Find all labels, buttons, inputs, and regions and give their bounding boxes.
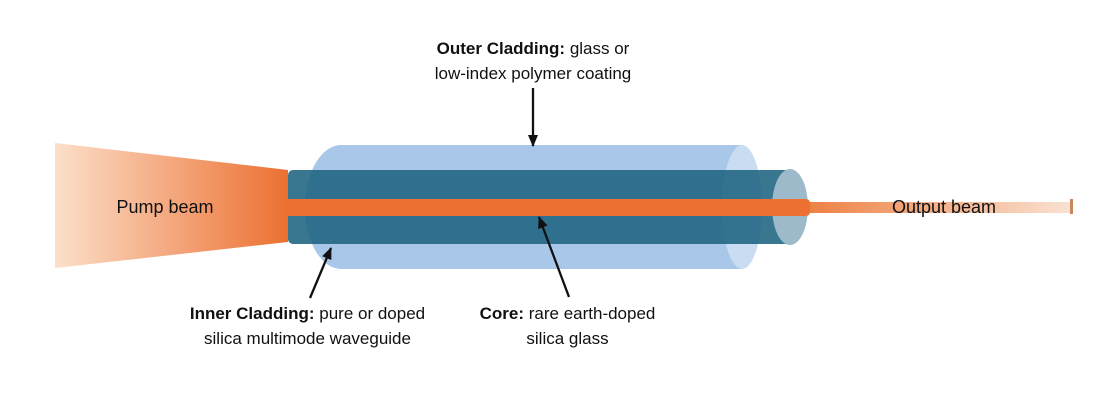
outer-cladding-label-bold: Outer Cladding: <box>436 39 566 58</box>
pump-beam-label: Pump beam <box>116 197 214 217</box>
outer-cladding-label-line2: low-index polymer coating <box>434 64 632 83</box>
inner-cladding-label-line1: Inner Cladding: pure or doped <box>150 301 465 326</box>
core-label: Core: rare earth-doped silica glass <box>445 301 690 351</box>
output-beam-shape <box>810 202 1072 213</box>
core-label-line1: Core: rare earth-doped <box>445 301 690 326</box>
output-beam-label: Output beam <box>891 197 997 217</box>
core-shape <box>288 199 810 216</box>
inner-cladding-label-rest: pure or doped <box>314 304 426 323</box>
core-label-rest: rare earth-doped <box>524 304 656 323</box>
outer-cladding-label-rest: glass or <box>565 39 630 58</box>
outer-cladding-label-line1: Outer Cladding: glass or <box>383 36 683 61</box>
inner-cladding-label-bold: Inner Cladding: <box>189 304 315 323</box>
core-label-line2: silica glass <box>526 329 609 348</box>
inner-cladding-label-line2: silica multimode waveguide <box>204 329 411 348</box>
output-beam-end-tick <box>1070 199 1073 214</box>
inner-cladding-label: Inner Cladding: pure or doped silica mul… <box>150 301 465 351</box>
outer-cladding-label: Outer Cladding: glass or low-index polym… <box>383 36 683 86</box>
core-label-bold: Core: <box>479 304 525 323</box>
